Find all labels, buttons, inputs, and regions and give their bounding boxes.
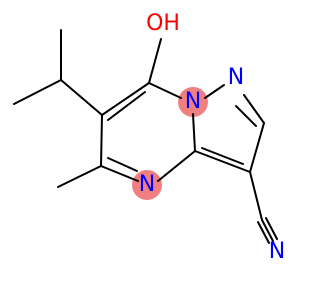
molecule-svg: OH N N N N (13, 11, 285, 264)
bond-c5-methyl (57, 165, 102, 188)
highlight-pyrimidine-nitrogen (132, 170, 162, 200)
molecule-diagram: OH N N N N (13, 11, 286, 264)
bond-nitrile-triple-1 (261, 219, 274, 242)
pyrimidine-nitrogen-label: N (139, 172, 155, 197)
bond-isopropyl-methyl-2 (13, 79, 62, 105)
bond-n2-c3 (243, 94, 265, 124)
bond-c5-n4-double (107, 157, 138, 172)
bond-c7-o (148, 38, 162, 84)
bond-c3b-c3a (194, 150, 251, 173)
bond-c7-c6 (101, 82, 150, 116)
highlight-bridge-nitrogen (178, 87, 208, 117)
bond-c5-n4 (100, 165, 139, 182)
bond-c3-c3b (249, 122, 265, 173)
hydroxyl-label: OH (146, 11, 180, 36)
bond-c3b-c3a-double (201, 147, 244, 165)
nitrile-nitrogen-label: N (269, 239, 285, 264)
bond-n1-c7 (148, 82, 182, 99)
pyrazole-nitrogen-label: N (228, 65, 244, 90)
bond-nitrile-triple-3 (257, 221, 270, 244)
bond-c3b-nitrile-carbon (249, 171, 263, 221)
bond-n1-n2 (204, 84, 225, 99)
bond-c7-c6-double (107, 91, 146, 121)
bond-nitrile-triple-2 (265, 217, 278, 240)
bridge-nitrogen-label: N (185, 89, 201, 114)
bond-n4-c3a (157, 150, 196, 182)
bond-n2-c3-double (235, 105, 257, 127)
bond-c3a-n1 (192, 113, 196, 152)
bond-c6-isopropyl (60, 79, 103, 116)
bond-c6-c5 (100, 114, 103, 167)
